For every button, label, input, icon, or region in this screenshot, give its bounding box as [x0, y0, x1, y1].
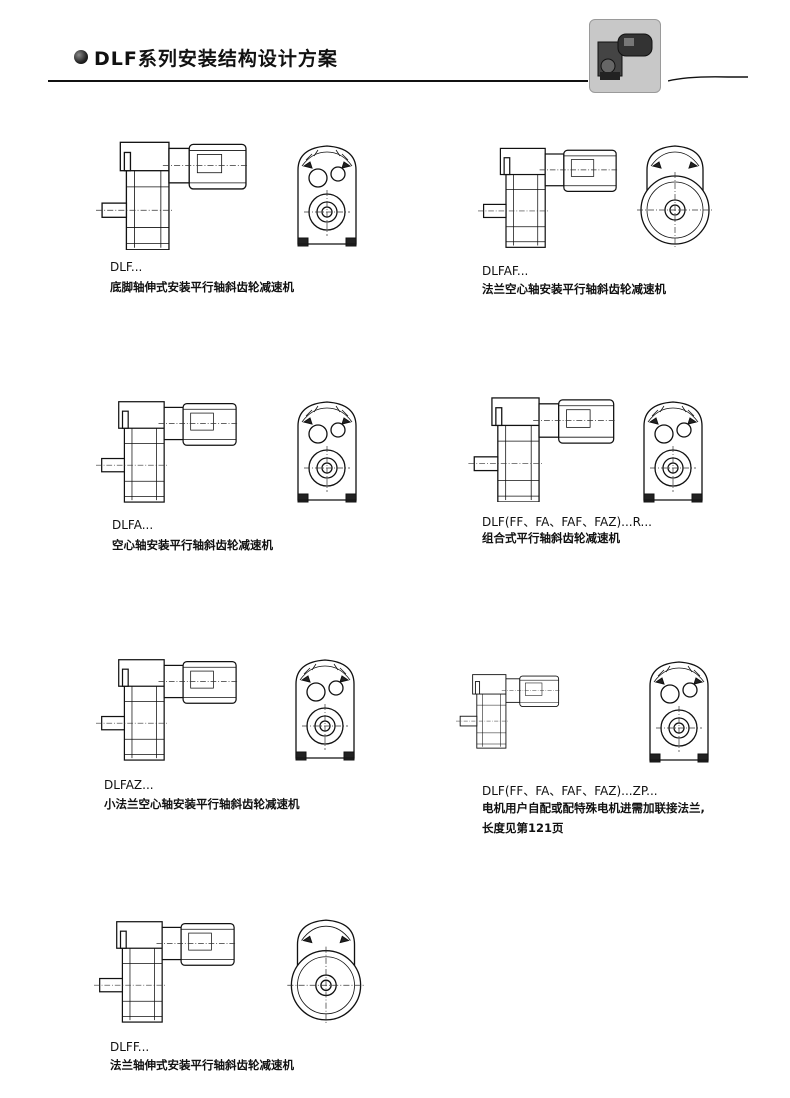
item-description: 小法兰空心轴安装平行轴斜齿轮减速机: [104, 797, 300, 811]
side-view-drawing: [96, 652, 238, 764]
item-code: DLF(FF、FA、FAF、FAZ)...ZP...: [482, 784, 658, 798]
item-code: DLF...: [110, 260, 143, 274]
side-view-drawing: [462, 394, 622, 502]
side-view-drawing: [478, 140, 618, 252]
item-description: 底脚轴伸式安装平行轴斜齿轮减速机: [110, 280, 294, 294]
front-view-drawing: [290, 140, 364, 250]
front-view-drawing: [288, 654, 362, 764]
page-header: DLF系列安装结构设计方案: [0, 0, 790, 100]
gear-motor-photo-icon: [589, 19, 661, 93]
side-view-drawing: [96, 138, 248, 250]
item-code: DLFAF...: [482, 264, 529, 278]
item-description: 组合式平行轴斜齿轮减速机: [482, 531, 620, 545]
header-divider: [48, 80, 588, 82]
side-view-drawing: [456, 656, 560, 764]
item-description: 法兰空心轴安装平行轴斜齿轮减速机: [482, 282, 666, 296]
header-divider-right: [668, 76, 748, 82]
item-description-note: 长度见第121页: [482, 821, 564, 835]
item-code: DLFF...: [110, 1040, 150, 1054]
side-view-drawing: [94, 914, 236, 1026]
front-view-drawing: [636, 396, 710, 506]
item-description: 法兰轴伸式安装平行轴斜齿轮减速机: [110, 1058, 294, 1072]
item-description: 电机用户自配或配特殊电机进需加联接法兰,: [482, 801, 705, 815]
item-code: DLF(FF、FA、FAF、FAZ)...R...: [482, 515, 652, 529]
page-title: DLF系列安装结构设计方案: [94, 48, 338, 70]
front-view-drawing: [286, 914, 366, 1026]
item-code: DLFA...: [112, 518, 154, 532]
side-view-drawing: [96, 394, 238, 506]
front-view-drawing: [290, 396, 364, 506]
half-filled-circle-icon: [74, 50, 88, 64]
front-view-drawing: [636, 140, 714, 250]
front-view-drawing: [642, 656, 716, 766]
item-description: 空心轴安装平行轴斜齿轮减速机: [112, 538, 273, 552]
item-code: DLFAZ...: [104, 778, 154, 792]
